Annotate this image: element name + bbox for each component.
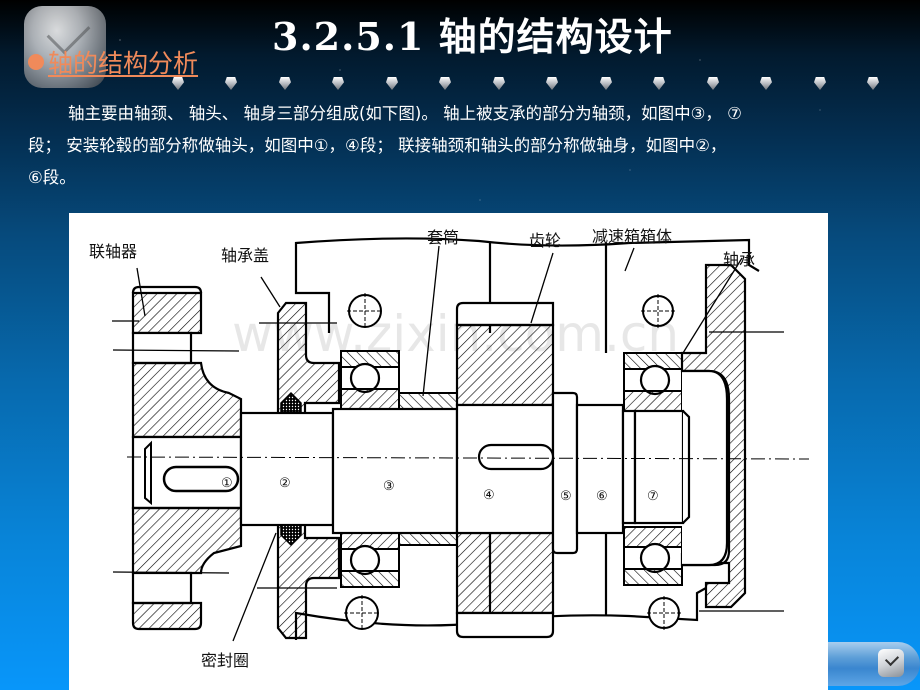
centerline	[126, 456, 810, 460]
label-coupling: 联轴器	[89, 242, 137, 261]
coupling-part	[131, 285, 243, 631]
next-slide-button[interactable]	[828, 642, 920, 686]
bullet-icon	[28, 54, 44, 70]
shaft-diagram-svg: www.zixin.com.cn	[89, 227, 810, 670]
gem-icon	[279, 77, 291, 90]
gem-icon	[867, 77, 879, 90]
gem-icon	[225, 77, 237, 90]
slide-title: 3.2.5.1 轴的结构设计	[272, 14, 673, 59]
gem-icon	[814, 77, 826, 90]
gem-icon	[760, 77, 772, 90]
gem-icon	[386, 77, 398, 90]
decorative-gem-row	[172, 77, 892, 93]
segment-6: ⑥	[596, 489, 608, 504]
segment-7: ⑦	[647, 489, 659, 504]
segment-5: ⑤	[560, 489, 572, 504]
section-heading: 轴的结构分析	[28, 44, 198, 80]
segment-3: ③	[383, 479, 395, 494]
body-paragraph: 轴主要由轴颈、 轴头、 轴身三部分组成(如下图)。 轴上被支承的部分为轴颈，如图…	[28, 98, 908, 194]
paragraph-line-1: 轴主要由轴颈、 轴头、 轴身三部分组成(如下图)。 轴上被支承的部分为轴颈，如图…	[68, 104, 742, 123]
label-gearbox-housing: 减速箱箱体	[592, 227, 672, 246]
shaft-structure-diagram: www.zixin.com.cn	[69, 213, 828, 690]
label-bearing: 轴承	[723, 250, 755, 269]
gem-icon	[332, 77, 344, 90]
gear-part	[455, 301, 555, 639]
right-bearing	[623, 352, 683, 586]
gem-icon	[600, 77, 612, 90]
label-bearing-cover: 轴承盖	[221, 246, 269, 265]
paragraph-line-2: 段； 安装轮毂的部分称做轴头，如图中①，④段； 联接轴颈和轴头的部分称做轴身，如…	[28, 136, 727, 155]
section-link[interactable]: 轴的结构分析	[48, 49, 199, 78]
gem-icon	[653, 77, 665, 90]
paragraph-line-3: ⑥段。	[28, 168, 76, 187]
left-bearing	[340, 350, 400, 588]
label-gear: 齿轮	[529, 231, 561, 250]
bearing-cover-part	[276, 301, 341, 640]
segment-2: ②	[279, 476, 291, 491]
segment-4: ④	[483, 488, 495, 503]
gem-icon	[439, 77, 451, 90]
logo-cube-icon	[24, 6, 106, 88]
shaft	[239, 391, 691, 555]
cube-arrow-icon	[878, 649, 904, 677]
gem-icon	[172, 77, 184, 90]
label-seal-ring: 密封圈	[201, 651, 249, 670]
gem-icon	[546, 77, 558, 90]
gem-icon	[707, 77, 719, 90]
segment-1: ①	[221, 476, 233, 491]
label-sleeve: 套筒	[427, 228, 459, 247]
gem-icon	[493, 77, 505, 90]
